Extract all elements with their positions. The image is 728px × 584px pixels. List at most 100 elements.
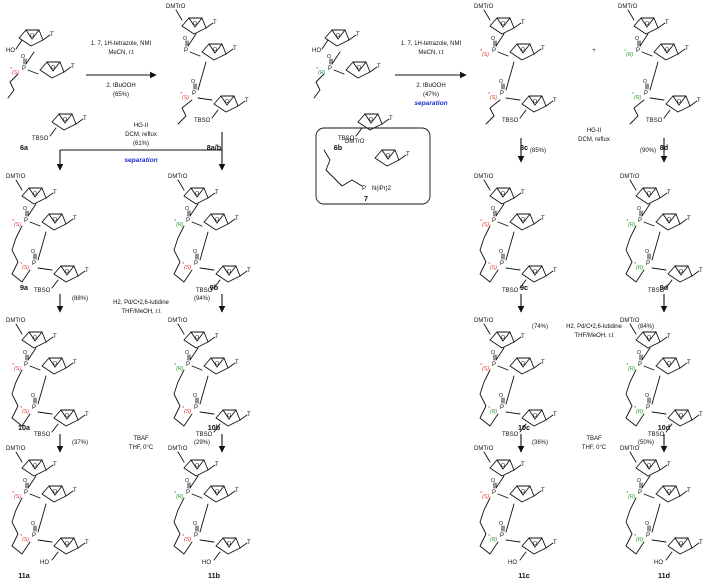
c9d-n3-thymine: T [699,268,703,274]
c10d-n3-base-bond [691,414,700,421]
c11d-n3-sugar-ring [667,537,693,555]
c11b-p2-o [199,539,215,543]
c9b-p2-stereo: (S) [184,265,191,271]
c6a-allyl-1 [7,73,19,99]
c9c-p1-phosphorus: P [492,218,496,224]
c11b-n1-thymine: T [215,462,219,468]
compound-7-label: 7 [364,194,368,203]
c9c-n3-ring-oxygen: O [533,269,537,275]
c6b-n1-thymine: T [356,32,360,38]
c9c-n3-base-bond [545,270,554,277]
c9d-n3-bridge [674,265,682,276]
c6a-p1-phosphorus: P [22,66,26,72]
c9a-n1-bridge [28,187,36,198]
c6b-p1-link [331,51,341,65]
compound-label-8d: 8d [660,143,668,152]
c8d-p1-phosphorus: P [636,48,640,54]
c10a-dmtr-bond [15,323,23,335]
c11a-p2-phosphorus: P [32,533,36,539]
c8ab-n1-bridge [194,17,203,28]
c6b-n2-bridge [358,61,367,72]
c6a-n3-bridge [58,113,66,124]
c8ab-n3-ring-oxygen: O [225,99,229,105]
c10a-n1-sugar-ring [21,331,47,349]
c6a-tbso-group: TBSO [32,136,49,142]
c10b-p1-o [191,365,203,371]
c8d-p1-stereo: (R) [626,52,633,58]
c8ab-3-o-bond [211,109,219,119]
c11d-n2-bridge [662,485,670,496]
c10b-p1-star: * [174,363,177,369]
c10a-p2-o [37,411,53,415]
coupling-b-yield: (47%) [423,92,439,98]
c11b-n2-base-bond [227,490,236,497]
c9d-p1-star: * [626,219,629,225]
c11d-p2-stereo: (R) [636,537,643,543]
c10b-p2-phosphoryl-o: O [193,393,197,399]
c10b-p2-link [199,375,209,405]
c9a-p2-star: * [20,262,23,268]
c9c-n2-base-bond [533,218,542,225]
c6b-n2-ring-oxygen: O [357,65,361,71]
c9c-n1-sugar-ring [489,187,515,205]
c9d-p2-phosphorus: P [646,261,650,267]
c10c-tbso-group: TBSO [502,432,519,438]
c9a-p1-star: * [12,219,15,225]
c8d-n3-base-bond [689,100,698,107]
c10a-p1-link [27,347,37,361]
c10b-n3-ring-oxygen: O [227,413,231,419]
c6b-tbso-group: TBSO [338,136,355,142]
c11a-n2-sugar-ring [41,485,67,503]
c8ab-p2-phosphorus: P [192,91,196,97]
c9b-n1-bridge [196,187,205,198]
c9a-n2-sugar-ring [41,213,67,231]
c11b-p2-phosphoryl-o: O [193,521,197,527]
c11d-n3-bridge [674,537,682,548]
c10b-n1-base-bond [207,336,216,343]
reagent-7-amine: N(iPr)2 [372,186,392,192]
c10a-n3-ring-oxygen: O [65,413,69,419]
c9d-p1-o [643,221,655,227]
c6b-p1-phosphoryl-o: O [327,54,331,60]
c6a-hydroxyl: HO [6,48,15,54]
c11b-n1-sugar-ring [183,459,209,477]
c9d-p1-phosphoryl-o: O [637,206,641,212]
c8ab-p2-phosphoryl-o: O [191,79,195,85]
c8d-n3-thymine: T [697,98,701,104]
c9a-n1-base-bond [45,192,54,199]
c11c-p2-phosphorus: P [500,533,504,539]
c8c-n2-thymine: T [541,46,545,52]
c10b-n3-base-bond [239,414,248,421]
c11a-n3-sugar-ring [53,537,79,555]
c9b-dmtr-group: DMTrO [168,174,188,180]
c10a-n1-ring-oxygen: O [33,335,37,341]
c11d-n3-thymine: T [699,540,703,546]
compound-label-8c: 8c [520,143,528,152]
c6a-p1-stereo: (S) [12,70,19,76]
c8ab-n2-sugar-ring [201,43,227,61]
tbaf-yield-a: (37%) [72,440,88,446]
c9b-dmtr-bond [177,179,185,191]
c8d-dmtr-bond [627,9,635,21]
c8c-n2-bridge [516,43,524,54]
c8d-p1-phosphoryl-o: O [635,36,639,42]
c11b-n2-sugar-ring [203,485,229,503]
c10a-n3-thymine: T [85,412,89,418]
c6b-ho-bond [321,39,329,50]
c11c-p2-o [505,539,521,543]
c9b-n3-sugar-ring [215,265,241,283]
c8d-allyl-2 [629,99,645,125]
c10d-3-o-bond [665,423,673,433]
c9d-n2-base-bond [679,218,688,225]
c11a-n2-ring-oxygen: O [53,489,57,495]
c8d-n1-sugar-ring [633,17,659,35]
c8c-p1-link [495,33,505,47]
c6a-n3-thymine: T [83,116,87,122]
c11b-n1-ring-oxygen: O [195,463,199,469]
c9a-p2-o [37,267,53,271]
c6b-hydroxyl: HO [312,48,321,54]
